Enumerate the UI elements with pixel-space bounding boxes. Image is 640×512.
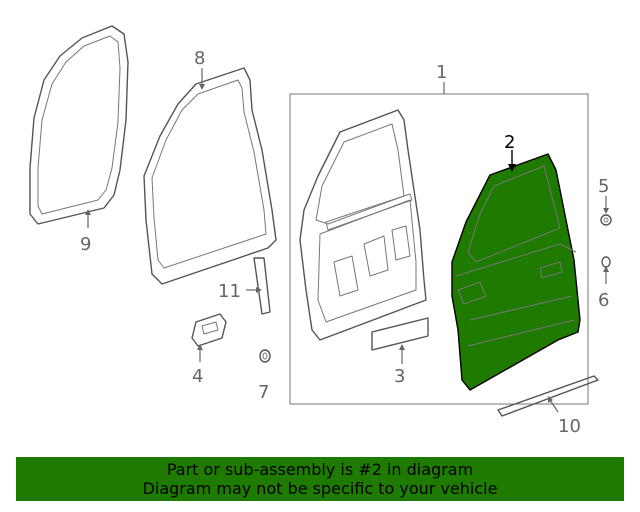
leader-8-arrow (199, 84, 205, 90)
part-11-trim[interactable] (253, 257, 271, 315)
leader-3-arrow (399, 344, 405, 350)
leader-11-arrow (256, 287, 262, 293)
leader-9-arrow (85, 209, 91, 215)
callout-1: 1 (436, 62, 447, 83)
callout-8: 8 (194, 48, 205, 69)
callout-10: 10 (558, 416, 581, 437)
callout-11: 11 (218, 281, 241, 302)
callout-4: 4 (192, 366, 203, 387)
part-6-grommet[interactable] (601, 256, 611, 268)
callout-6: 6 (598, 290, 609, 311)
callout-3: 3 (394, 366, 405, 387)
part-10-lower-molding[interactable] (497, 375, 599, 417)
part-1-door-shell[interactable] (299, 109, 427, 341)
callout-9: 9 (80, 234, 91, 255)
leader-5-arrow (603, 208, 609, 214)
part-3-panel-strip[interactable] (371, 317, 429, 351)
callout-7: 7 (258, 382, 269, 403)
parts-diagram: 9 8 11 4 7 1 3 (29, 25, 612, 437)
banner-line-2: Diagram may not be specific to your vehi… (142, 479, 498, 498)
info-banner: Part or sub-assembly is #2 in diagram Di… (16, 457, 624, 501)
leader-4-arrow (197, 344, 203, 350)
leader-2-arrow (508, 164, 516, 172)
callout-5: 5 (598, 176, 609, 197)
leader-6-arrow (603, 266, 609, 272)
leader-10-arrow (548, 396, 553, 403)
part-2-door-outer-panel[interactable] (451, 153, 581, 391)
leader-10 (549, 399, 559, 413)
part-9-weatherstrip[interactable] (29, 25, 129, 225)
part-8-frame-weatherstrip[interactable] (143, 67, 277, 285)
banner-line-1: Part or sub-assembly is #2 in diagram (166, 460, 474, 479)
part-4-handle-bezel[interactable] (191, 313, 227, 347)
callout-2: 2 (504, 132, 515, 153)
part-1-assembly-box (289, 93, 589, 405)
part-5-clip[interactable] (600, 214, 612, 226)
part-7-plug[interactable] (259, 349, 271, 363)
